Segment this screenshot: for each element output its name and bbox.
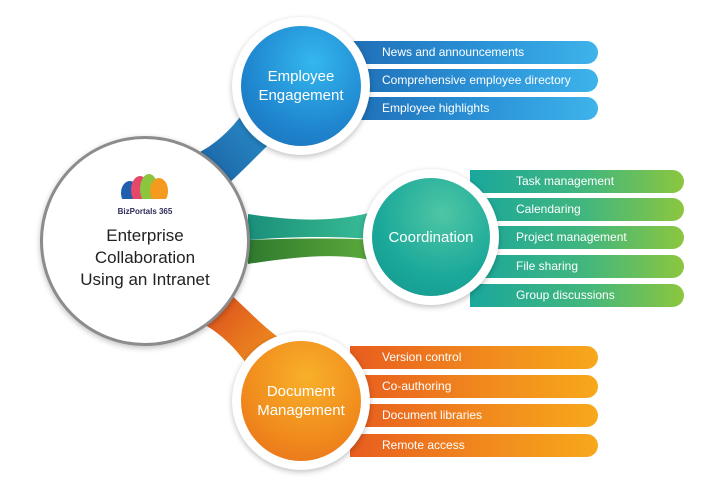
coordination-node: Coordination <box>363 169 499 305</box>
document-item: Remote access <box>350 434 598 457</box>
center-title-line: Collaboration <box>94 248 196 267</box>
connector-coordination-bottom <box>248 238 380 264</box>
engagement-node-fill: Employee Engagement <box>241 26 361 146</box>
document-item: Version control <box>350 346 598 369</box>
center-node: BizPortals 365 Enterprise Collaboration … <box>40 136 250 346</box>
coordination-item: File sharing <box>470 255 684 278</box>
center-title-line: Enterprise <box>106 226 184 245</box>
coordination-node-fill: Coordination <box>372 178 490 296</box>
engagement-item: Comprehensive employee directory <box>350 69 598 92</box>
document-title: Document <box>266 383 336 400</box>
document-item: Document libraries <box>350 404 598 427</box>
coordination-item: Group discussions <box>470 284 684 307</box>
connector-coordination-top <box>248 210 380 240</box>
engagement-item: News and announcements <box>350 41 598 64</box>
document-title: Management <box>257 402 345 419</box>
bizportals-logo-icon <box>121 174 169 207</box>
coordination-item: Calendaring <box>470 198 684 221</box>
document-item: Co-authoring <box>350 375 598 398</box>
engagement-item: Employee highlights <box>350 97 598 120</box>
coordination-item: Task management <box>470 170 684 193</box>
coordination-title: Coordination <box>388 228 474 246</box>
engagement-node: Employee Engagement <box>232 17 370 155</box>
center-title-line: Using an Intranet <box>80 270 210 289</box>
document-node-fill: Document Management <box>241 341 361 461</box>
logo-text: BizPortals 365 <box>117 207 173 216</box>
engagement-title: Engagement <box>258 87 344 104</box>
document-node: Document Management <box>232 332 370 470</box>
engagement-title: Employee <box>267 68 335 85</box>
coordination-item: Project management <box>470 226 684 249</box>
